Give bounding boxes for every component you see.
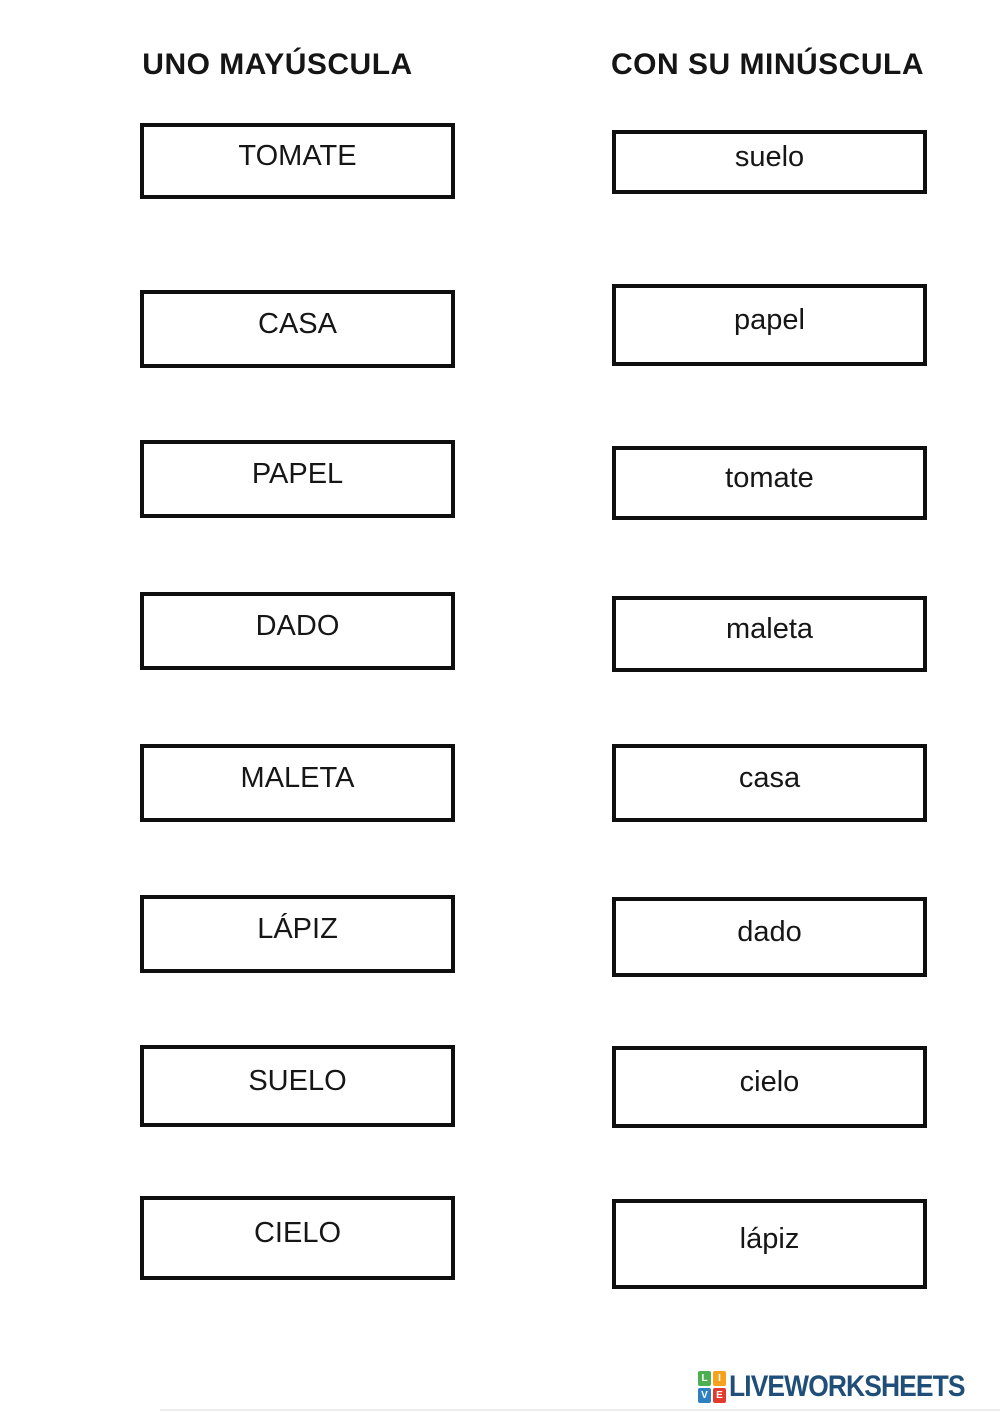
word-box-lowercase-lapiz[interactable]: lápiz (612, 1199, 927, 1289)
word-box-lowercase-tomate[interactable]: tomate (612, 446, 927, 520)
word-box-uppercase-papel[interactable]: PAPEL (140, 440, 455, 518)
lowercase-column-header: CON SU MINÚSCULA (611, 48, 924, 81)
word-box-lowercase-dado[interactable]: dado (612, 897, 927, 977)
uppercase-column-header: UNO MAYÚSCULA (142, 48, 413, 81)
logo-square-e: E (713, 1388, 726, 1403)
word-box-lowercase-cielo[interactable]: cielo (612, 1046, 927, 1128)
word-box-lowercase-casa[interactable]: casa (612, 744, 927, 822)
liveworksheets-wordmark: LIVEWORKSHEETS (729, 1370, 965, 1403)
liveworksheets-logo-icon: L I V E (698, 1371, 726, 1403)
logo-square-v: V (698, 1388, 711, 1403)
word-box-uppercase-suelo[interactable]: SUELO (140, 1045, 455, 1127)
word-box-uppercase-casa[interactable]: CASA (140, 290, 455, 368)
word-box-lowercase-papel[interactable]: papel (612, 284, 927, 366)
word-box-uppercase-cielo[interactable]: CIELO (140, 1196, 455, 1280)
word-box-lowercase-maleta[interactable]: maleta (612, 596, 927, 672)
liveworksheets-logo: L I V E LIVEWORKSHEETS (698, 1370, 997, 1404)
word-box-lowercase-suelo[interactable]: suelo (612, 130, 927, 194)
logo-square-l: L (698, 1371, 711, 1386)
word-box-uppercase-lapiz[interactable]: LÁPIZ (140, 895, 455, 973)
word-box-uppercase-maleta[interactable]: MALETA (140, 744, 455, 822)
word-box-uppercase-tomate[interactable]: TOMATE (140, 123, 455, 199)
word-box-uppercase-dado[interactable]: DADO (140, 592, 455, 670)
logo-square-i: I (713, 1371, 726, 1386)
scan-artifact-line (160, 1409, 1000, 1411)
